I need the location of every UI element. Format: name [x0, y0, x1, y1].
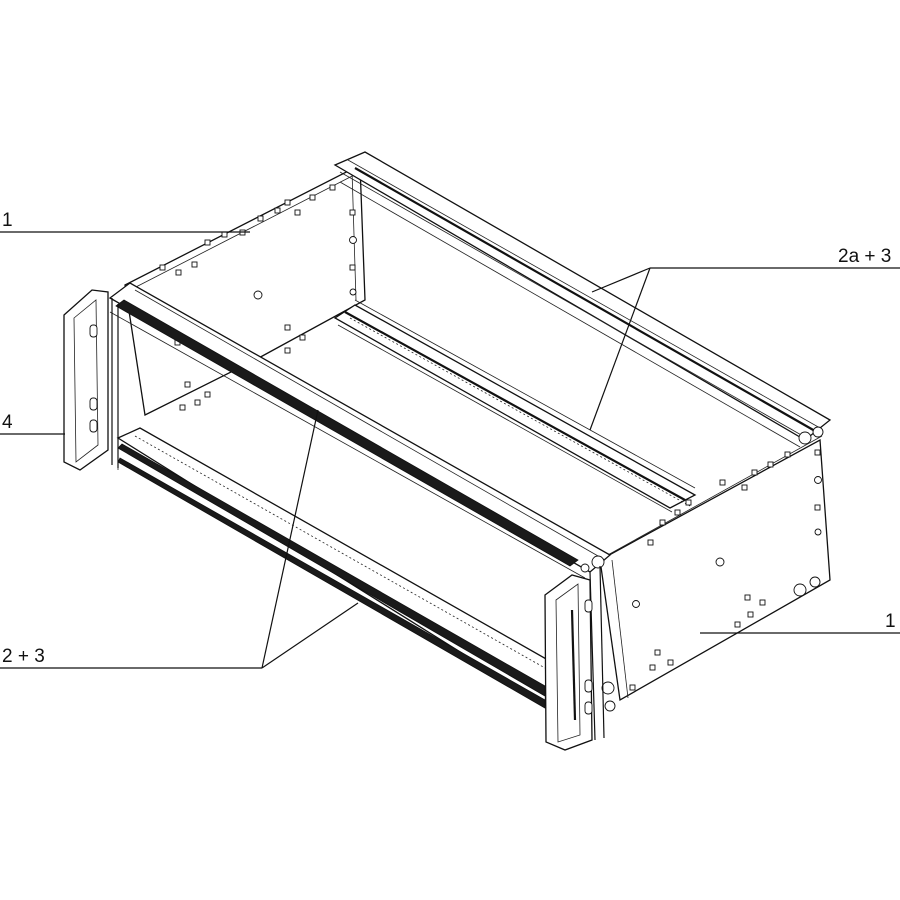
rear-top-rail: [333, 151, 832, 448]
right-handle: [544, 574, 593, 751]
rear-bottom-rail: [333, 299, 697, 513]
label-front-rails: 2 + 3: [2, 646, 45, 667]
label-rear-rails: 2a + 3: [838, 246, 891, 267]
front-bottom-rail: [116, 427, 549, 709]
label-side-panel-right: 1: [885, 611, 896, 632]
left-handle: [63, 289, 109, 471]
label-handle: 4: [2, 412, 13, 433]
callout-labels: 1 2a + 3 4 2 + 3 1: [2, 210, 896, 667]
leader-lines: [0, 231, 900, 669]
right-side-panel: [599, 435, 831, 712]
right-panel-holes: [601, 449, 822, 712]
front-top-rail: [108, 282, 612, 579]
label-side-panel-left: 1: [2, 210, 13, 231]
